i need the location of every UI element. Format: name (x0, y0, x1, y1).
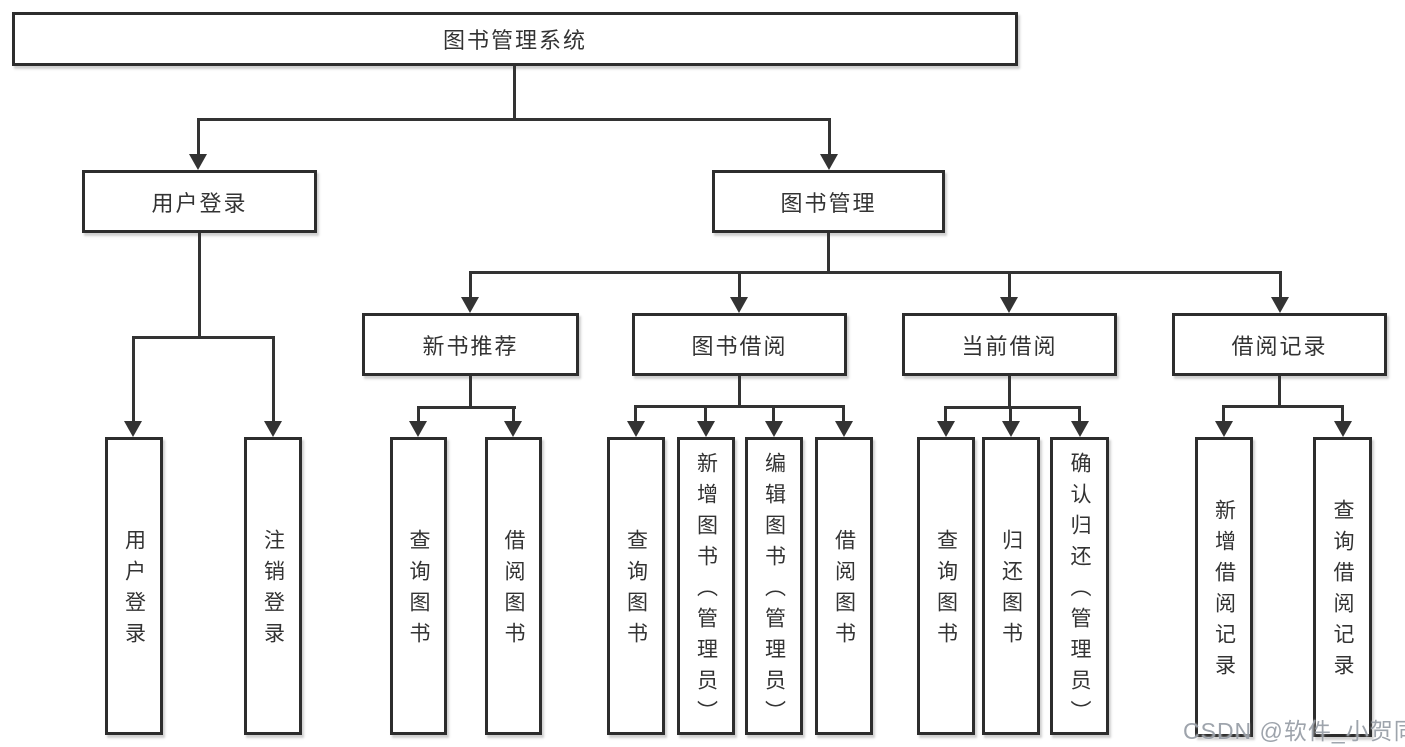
connector-g1-drop-2 (512, 406, 515, 422)
leaf-g2-edit-books-admin: 编辑图书（管理员） (745, 437, 803, 735)
connector-book-drop-1 (469, 271, 472, 297)
leaf-g3-confirm-return-admin: 确认归还（管理员） (1050, 437, 1109, 735)
connector-g1-branch (417, 406, 516, 409)
connector-g2-drop-3 (772, 405, 775, 422)
arrowhead-g4c2-icon (1334, 421, 1352, 437)
leaf-g2-add-books-admin: 新增图书（管理员） (677, 437, 735, 735)
connector-g2-branch (634, 405, 845, 408)
connector-book-drop-4 (1279, 271, 1282, 297)
connector-g2-drop-4 (842, 405, 845, 422)
arrowhead-g3c1-icon (937, 421, 955, 437)
connector-g1-drop-1 (417, 406, 420, 422)
arrowhead-group3-icon (1000, 297, 1018, 313)
leaf-g3-query-books: 查询图书 (917, 437, 975, 735)
connector-g2-drop-1 (634, 405, 637, 422)
arrowhead-g4c1-icon (1215, 421, 1233, 437)
node-borrow-records: 借阅记录 (1172, 313, 1387, 376)
connector-drop-book (828, 118, 831, 156)
connector-user-drop-2 (272, 336, 275, 421)
connector-g4-drop-2 (1341, 405, 1344, 422)
connector-g3-branch (944, 406, 1081, 409)
arrowhead-user-icon (189, 154, 207, 170)
connector-g4-drop-1 (1222, 405, 1225, 422)
node-root: 图书管理系统 (12, 12, 1018, 66)
leaf-g2-query-books: 查询图书 (607, 437, 665, 735)
arrowhead-g3c3-icon (1071, 421, 1089, 437)
arrowhead-group1-icon (461, 297, 479, 313)
arrowhead-g2c2-icon (697, 421, 715, 437)
connector-g3-drop-2 (1009, 406, 1012, 422)
leaf-g4-add-borrow-record: 新增借阅记录 (1195, 437, 1253, 737)
leaf-g3-return-books: 归还图书 (982, 437, 1040, 735)
connector-root-stem (513, 66, 516, 118)
arrowhead-g2c3-icon (765, 421, 783, 437)
leaf-logout: 注销登录 (244, 437, 302, 735)
leaf-user-login: 用户登录 (105, 437, 163, 735)
connector-book-stem (827, 233, 830, 271)
arrowhead-g1c1-icon (409, 421, 427, 437)
node-new-book-recommend: 新书推荐 (362, 313, 579, 376)
leaf-g1-borrow-books: 借阅图书 (485, 437, 542, 735)
connector-drop-user (197, 118, 200, 156)
connector-g1-stem (469, 376, 472, 406)
arrowhead-user-leaf2-icon (264, 421, 282, 437)
node-user-login: 用户登录 (82, 170, 317, 233)
connector-g2-drop-2 (704, 405, 707, 422)
connector-user-stem (198, 233, 201, 336)
connector-g4-stem (1278, 376, 1281, 405)
node-current-borrow: 当前借阅 (902, 313, 1117, 376)
connector-book-branch (469, 271, 1282, 274)
leaf-g2-borrow-books: 借阅图书 (815, 437, 873, 735)
arrowhead-g3c2-icon (1002, 421, 1020, 437)
arrowhead-g2c1-icon (627, 421, 645, 437)
arrowhead-g2c4-icon (835, 421, 853, 437)
arrowhead-g1c2-icon (504, 421, 522, 437)
connector-g4-branch (1222, 405, 1343, 408)
connector-user-drop-1 (132, 336, 135, 421)
connector-book-drop-2 (738, 271, 741, 297)
node-book-management: 图书管理 (712, 170, 945, 233)
arrowhead-group4-icon (1271, 297, 1289, 313)
connector-book-drop-3 (1008, 271, 1011, 297)
arrowhead-user-leaf1-icon (124, 421, 142, 437)
connector-g3-stem (1008, 376, 1011, 406)
connector-g2-stem (738, 376, 741, 405)
arrowhead-group2-icon (730, 297, 748, 313)
leaf-g4-query-borrow-record: 查询借阅记录 (1313, 437, 1372, 737)
connector-g3-drop-3 (1078, 406, 1081, 422)
connector-root-branch (197, 118, 831, 121)
connector-user-branch (132, 336, 275, 339)
arrowhead-book-icon (820, 154, 838, 170)
node-book-borrow: 图书借阅 (632, 313, 847, 376)
connector-g3-drop-1 (944, 406, 947, 422)
leaf-g1-query-books: 查询图书 (390, 437, 447, 735)
